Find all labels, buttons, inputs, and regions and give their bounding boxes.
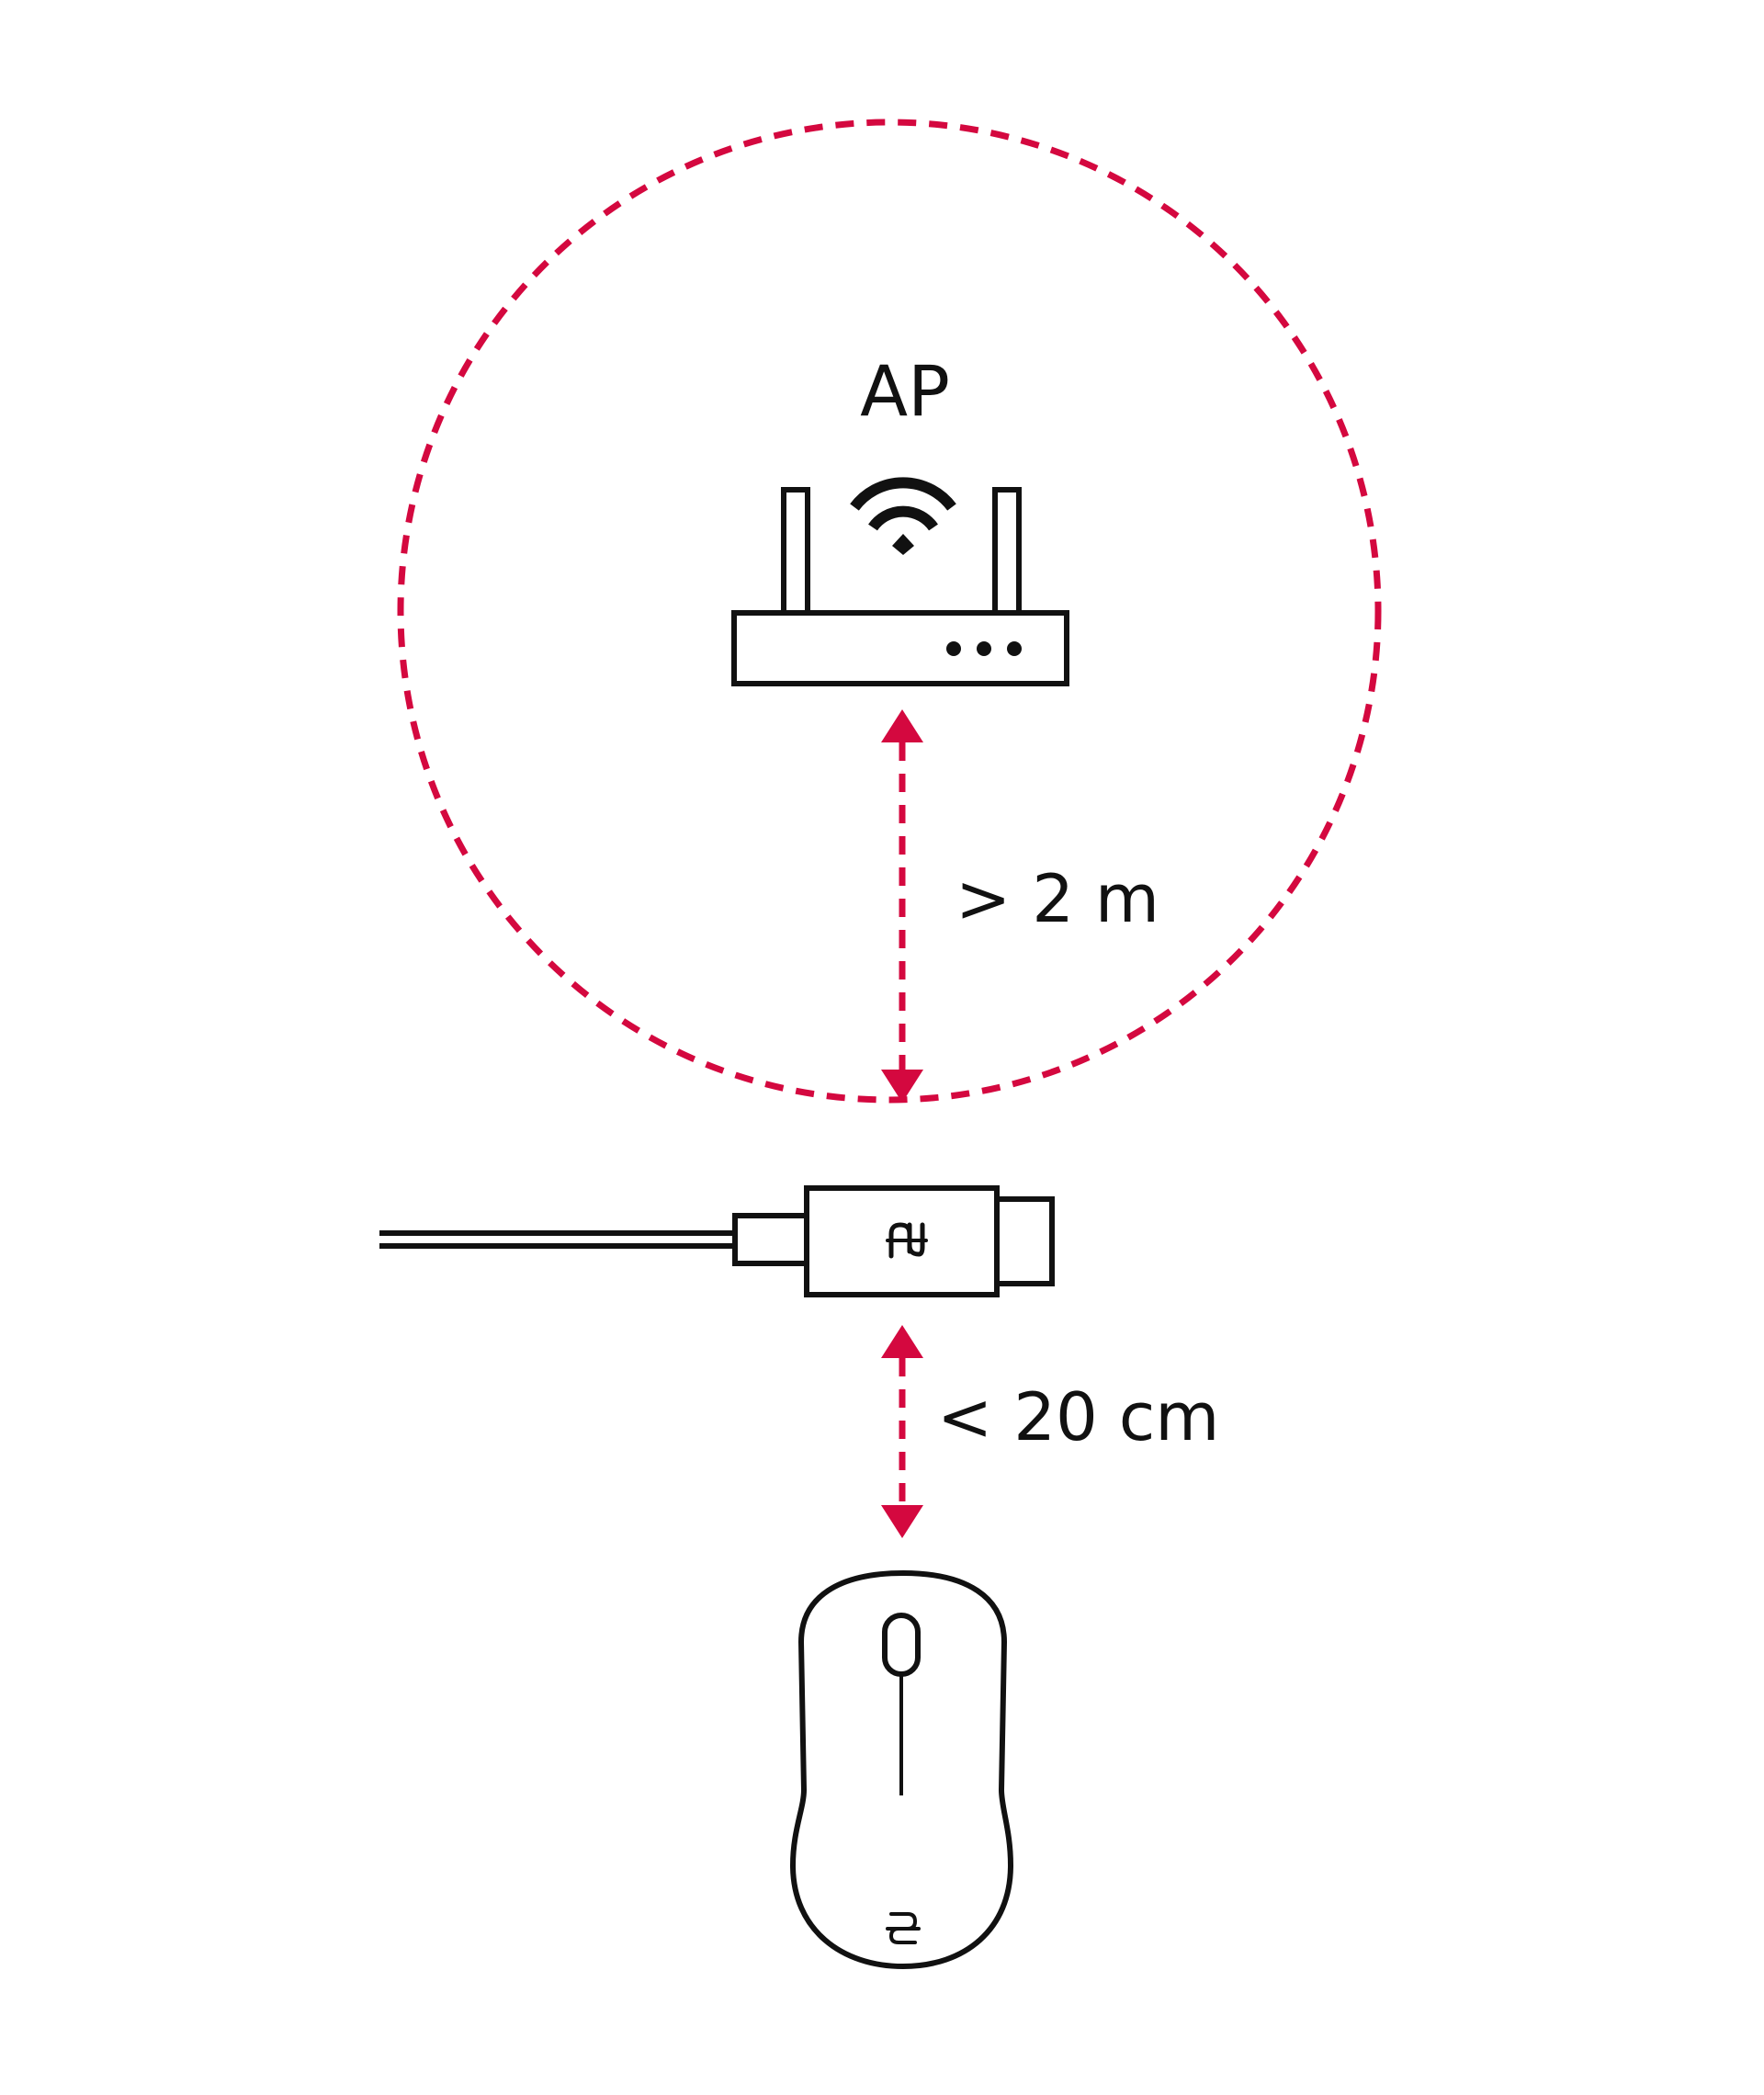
brand-logo-icon (886, 1222, 928, 1259)
brand-logo-icon (886, 1912, 921, 1944)
router-antenna-left (781, 487, 810, 616)
usb-receiver-icon (379, 1185, 1055, 1297)
receiver-mouse-distance-label: < 20 cm (937, 1378, 1219, 1455)
router-light-3 (1007, 641, 1022, 656)
wifi-icon (850, 477, 956, 555)
ap-label: AP (860, 350, 950, 432)
arrowhead-up-icon (881, 709, 923, 742)
arrowhead-up-icon (881, 1325, 923, 1358)
receiver-plug (994, 1196, 1055, 1286)
router-light-1 (946, 641, 961, 656)
ap-receiver-distance-arrow (881, 709, 923, 1103)
router-light-2 (977, 641, 991, 656)
arrowhead-down-icon (881, 1070, 923, 1103)
mouse-scroll-wheel (882, 1613, 921, 1677)
router-antenna-right (992, 487, 1022, 616)
router-icon (731, 487, 1069, 686)
receiver-cable-collar (732, 1213, 809, 1266)
ap-range-circle (397, 119, 1382, 1104)
ap-receiver-distance-label: > 2 m (956, 860, 1159, 937)
mouse-icon (789, 1569, 1014, 1970)
receiver-mouse-distance-arrow (881, 1325, 923, 1538)
arrowhead-down-icon (881, 1505, 923, 1538)
